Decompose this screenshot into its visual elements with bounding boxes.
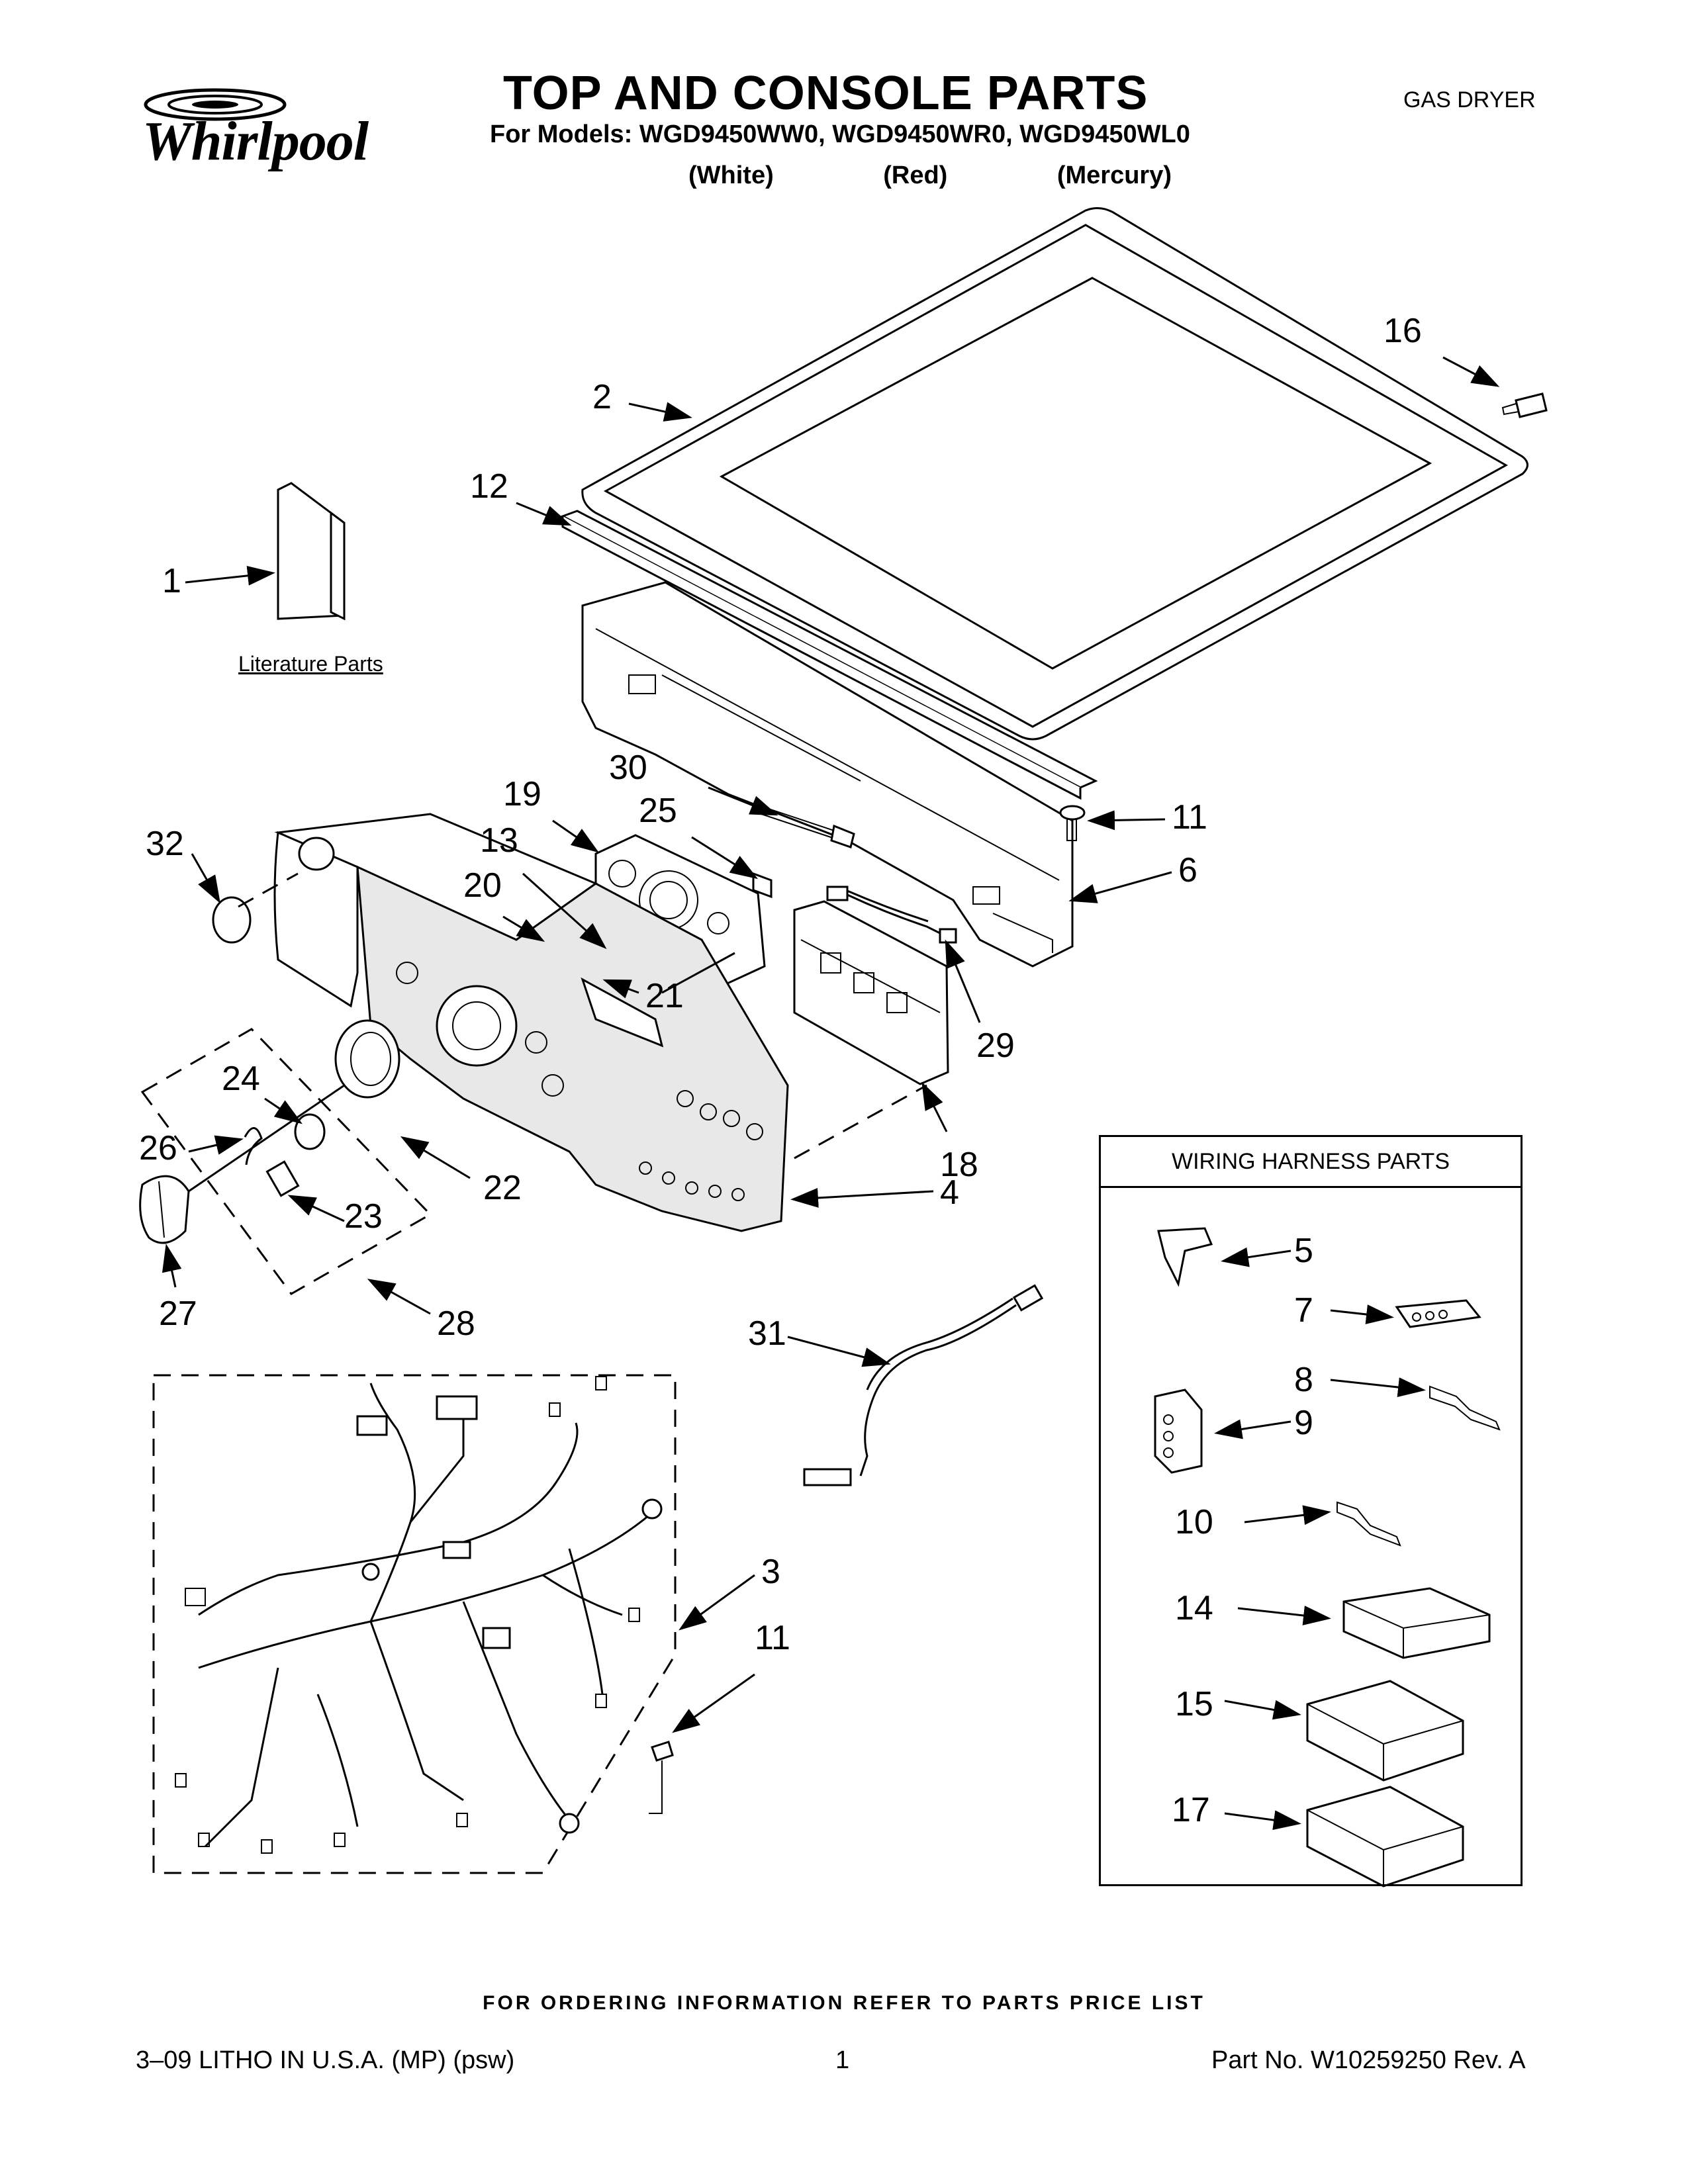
part-wire-harness-31	[803, 1284, 1044, 1486]
callout-11-bottom: 11	[755, 1619, 790, 1657]
callout-11-top: 11	[1172, 798, 1207, 837]
callout-4: 4	[940, 1173, 959, 1212]
callout-14: 14	[1175, 1589, 1213, 1627]
part-clip-5	[1157, 1227, 1213, 1287]
callout-24: 24	[222, 1060, 260, 1098]
callout-12: 12	[470, 467, 508, 506]
assembly-line-21	[661, 952, 735, 994]
callout-3: 3	[761, 1553, 780, 1591]
assembly-line-18	[794, 1084, 927, 1160]
callout-10: 10	[1175, 1503, 1213, 1541]
assembly-line-knob	[188, 1084, 345, 1193]
part-terminal-8	[1429, 1385, 1501, 1431]
callout-9: 9	[1294, 1404, 1313, 1442]
callout-8: 8	[1294, 1361, 1313, 1399]
callout-23: 23	[344, 1197, 383, 1236]
callout-18: 18	[940, 1146, 978, 1184]
color-mercury: (Mercury)	[1056, 161, 1172, 189]
part-literature	[277, 482, 346, 621]
callout-19: 19	[503, 775, 541, 813]
brand-wordmark: Whirlpool	[142, 111, 369, 172]
leader-lines	[162, 356, 1500, 1830]
callout-5: 5	[1294, 1232, 1313, 1270]
part-clip-25	[752, 872, 773, 899]
product-type: GAS DRYER	[1403, 87, 1536, 113]
part-number: Part No. W10259250 Rev. A	[1211, 2046, 1526, 2074]
part-connector-14	[1342, 1587, 1491, 1659]
callout-32: 32	[146, 825, 184, 863]
part-wire-harness-29	[826, 886, 957, 944]
litho-info: 3–09 LITHO IN U.S.A. (MP) (psw)	[136, 2046, 515, 2074]
part-screw-16	[1501, 392, 1548, 418]
callout-22: 22	[483, 1169, 522, 1207]
model-colors: (White) (Red) (Mercury)	[688, 161, 1172, 190]
part-console-bracket	[581, 581, 1074, 968]
part-connector-9	[1154, 1388, 1203, 1474]
ordering-note: FOR ORDERING INFORMATION REFER TO PARTS …	[483, 1992, 1205, 2014]
part-knob-ring	[334, 1019, 400, 1099]
part-console	[273, 813, 789, 1232]
part-main-harness	[175, 1376, 663, 1854]
kit-outline-28	[140, 1028, 432, 1295]
callout-13: 13	[480, 821, 518, 860]
part-23	[265, 1160, 300, 1197]
callout-20: 20	[463, 866, 502, 905]
part-top-panel	[581, 207, 1528, 741]
wiring-harness-title: WIRING HARNESS PARTS	[1099, 1135, 1523, 1188]
color-white: (White)	[688, 161, 774, 189]
wiring-harness-box	[1099, 1135, 1523, 1886]
callout-6: 6	[1178, 851, 1197, 889]
page-title: TOP AND CONSOLE PARTS	[503, 67, 1149, 120]
part-spring	[244, 1127, 263, 1165]
page-number: 1	[835, 2046, 850, 2074]
callout-28: 28	[437, 1304, 475, 1343]
callout-17: 17	[1172, 1791, 1210, 1829]
part-badge	[212, 896, 252, 944]
part-screw-11	[1059, 805, 1086, 841]
callout-27: 27	[159, 1295, 197, 1333]
color-red: (Red)	[883, 161, 948, 189]
part-24	[294, 1113, 326, 1150]
whirlpool-logo	[132, 79, 384, 185]
whirlpool-swirl-icon	[144, 88, 287, 121]
callout-31: 31	[748, 1314, 786, 1353]
part-connector-15	[1306, 1680, 1464, 1782]
kit-outline-3	[152, 1374, 677, 1874]
part-knob	[139, 1175, 190, 1244]
part-terminal-10	[1336, 1501, 1401, 1547]
callout-21: 21	[645, 977, 684, 1015]
part-screw-11-lower	[649, 1741, 674, 1814]
callout-15: 15	[1175, 1685, 1213, 1723]
callout-30: 30	[609, 749, 647, 787]
model-list: For Models: WGD9450WW0, WGD9450WR0, WGD9…	[490, 120, 1190, 148]
literature-parts-label: Literature Parts	[238, 652, 383, 676]
callout-29: 29	[976, 1026, 1015, 1065]
callout-25: 25	[639, 792, 677, 830]
callout-7: 7	[1294, 1291, 1313, 1330]
assembly-line-32	[238, 872, 299, 908]
callout-16: 16	[1383, 312, 1422, 350]
callout-1: 1	[162, 562, 181, 600]
callout-26: 26	[139, 1129, 177, 1167]
part-connector-17	[1306, 1786, 1464, 1888]
part-electronic-control	[793, 900, 949, 1085]
part-connector-7	[1395, 1299, 1481, 1328]
callout-2: 2	[592, 378, 612, 416]
